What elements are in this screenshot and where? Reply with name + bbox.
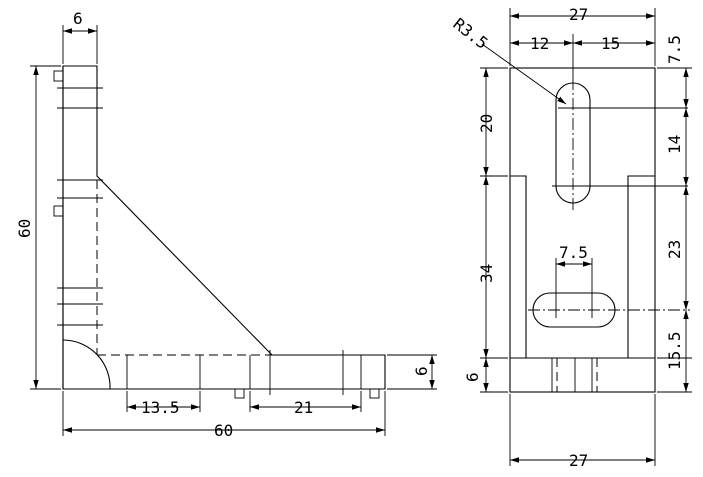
dim-right-top-width: 27: [569, 5, 588, 24]
dim-left-total-width: 60: [214, 421, 233, 440]
dim-right-slot-length: 14: [665, 135, 684, 154]
dim-right-left-offset: 12: [530, 34, 549, 53]
dim-right-upper-height: 20: [477, 114, 496, 133]
dim-left-height: 60: [15, 219, 34, 238]
dim-right-radius: R3.5: [450, 14, 492, 53]
dim-left-slot-spacing: 21: [294, 398, 313, 417]
dim-right-right-offset: 15: [601, 34, 620, 53]
dim-right-slot-width: 7.5: [559, 243, 588, 262]
dim-left-base-thickness: 6: [412, 366, 431, 376]
right-view: 27 12 15 R3.5 7.5 14 23 15.5 20 34 6: [450, 5, 692, 470]
dim-right-top-margin: 7.5: [665, 35, 684, 64]
dim-left-slot-offset: 13.5: [141, 398, 180, 417]
dim-right-bottom-width: 27: [569, 451, 588, 470]
dim-right-gap: 23: [665, 240, 684, 259]
dim-right-lower-slot-offset: 15.5: [665, 331, 684, 370]
dim-right-mid-height: 34: [477, 264, 496, 283]
dim-right-base-thickness: 6: [463, 372, 482, 382]
left-view: 6 60 6 13.5 21 60: [15, 9, 437, 440]
dim-left-top-width: 6: [73, 9, 83, 28]
